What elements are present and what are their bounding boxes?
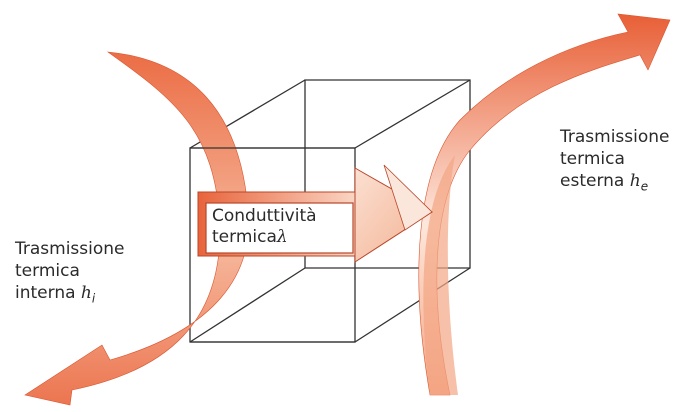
- internal-transfer-arrow: [24, 51, 249, 406]
- conduction-label: Conduttività termicaλ: [212, 206, 317, 248]
- conduction-arrow: [197, 164, 433, 263]
- conduction-label-line2: termica: [212, 227, 277, 247]
- external-label-line2: termica: [560, 149, 625, 169]
- external-arrow-shade: [423, 155, 458, 395]
- external-label-line3: esterna: [560, 171, 630, 191]
- external-transfer-arrow: [418, 13, 671, 396]
- cube-front-edges: [190, 147, 355, 343]
- internal-h-symbol: h: [80, 283, 92, 303]
- internal-label-line3: interna: [15, 283, 81, 303]
- external-h-subscript: e: [640, 179, 649, 194]
- internal-label-line2: termica: [15, 261, 80, 281]
- internal-transfer-label: Trasmissione termica interna hi: [15, 238, 125, 309]
- internal-h-subscript: i: [91, 291, 96, 306]
- internal-label-line1: Trasmissione: [15, 239, 125, 259]
- conduction-label-line1: Conduttività: [212, 206, 317, 226]
- external-h-symbol: h: [629, 171, 641, 191]
- lambda-symbol: λ: [276, 227, 288, 247]
- external-transfer-label: Trasmissione termica esterna he: [560, 126, 670, 197]
- external-label-line1: Trasmissione: [560, 127, 670, 147]
